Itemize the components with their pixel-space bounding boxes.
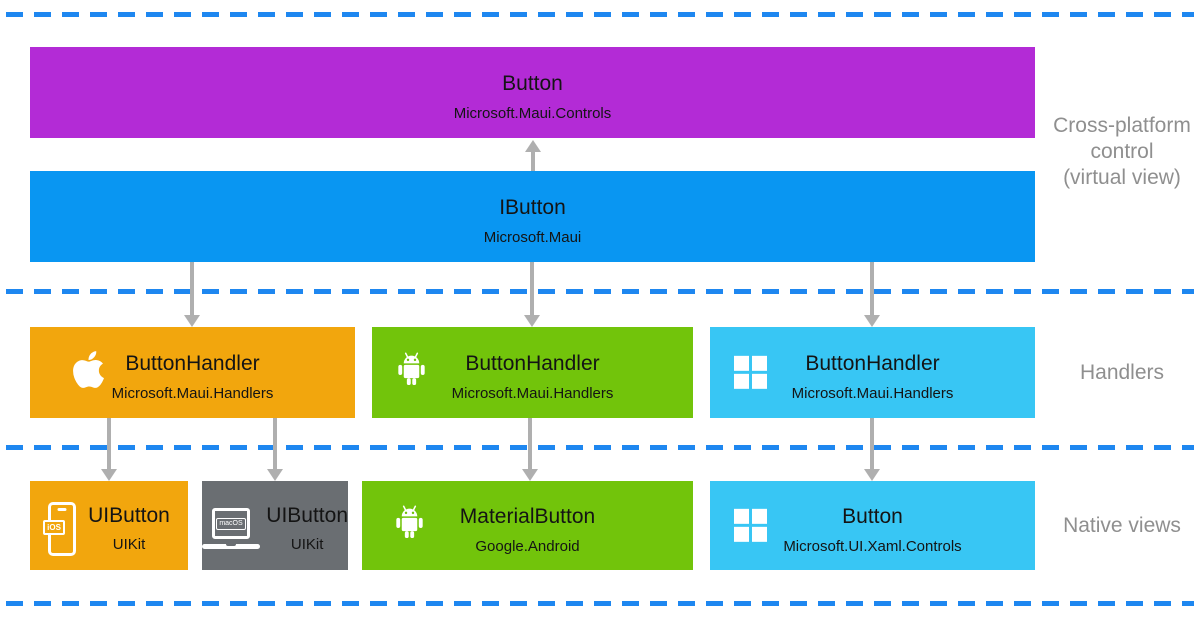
box-subtitle: Microsoft.UI.Xaml.Controls (783, 537, 962, 555)
laptop-notch (226, 544, 236, 546)
arrow-line (273, 418, 277, 469)
box-subtitle: Microsoft.Maui.Handlers (451, 384, 614, 402)
arrow-head (864, 315, 880, 327)
box-subtitle: Google.Android (475, 537, 580, 555)
box-title: Button (842, 504, 903, 528)
ios-uibutton-box: iOS UIButton UIKit (30, 481, 188, 570)
arrow-line (531, 152, 535, 171)
arrow-line (870, 262, 874, 315)
windows-icon (734, 508, 767, 542)
layer-divider-bottom (6, 601, 1194, 606)
arrow-line (190, 262, 194, 315)
android-icon (396, 348, 427, 395)
arrow-ibutton-to-android-handler (524, 262, 540, 327)
arrow-head (184, 315, 200, 327)
native-views-layer-label: Native views (1063, 514, 1181, 537)
android-button-handler-box: ButtonHandler Microsoft.Maui.Handlers (372, 327, 693, 418)
box-title: ButtonHandler (125, 351, 260, 375)
macos-badge: macOS (216, 517, 246, 530)
box-subtitle: UIKit (112, 536, 146, 553)
apple-icon (72, 348, 105, 395)
maui-button-box: Button Microsoft.Maui.Controls (30, 47, 1035, 138)
ios-phone-icon: iOS (43, 501, 77, 556)
layer-divider-handlers (6, 289, 1194, 294)
arrow-head (101, 469, 117, 481)
box-title: Button (502, 71, 563, 95)
cross-platform-label-line2: control (1090, 140, 1154, 163)
layer-divider-native (6, 445, 1194, 450)
arrow-ibutton-to-ios-handler (184, 262, 200, 327)
arrow-ibutton-to-button (525, 140, 541, 171)
arrow-head (267, 469, 283, 481)
handlers-layer-label: Handlers (1079, 361, 1165, 384)
android-materialbutton-box: MaterialButton Google.Android (362, 481, 693, 570)
arrow-line (107, 418, 111, 469)
box-title: ButtonHandler (465, 351, 600, 375)
arrow-line (530, 262, 534, 315)
arrow-head (525, 140, 541, 152)
arrow-head (864, 469, 880, 481)
arrow-ios-handler-to-uibutton (101, 418, 117, 481)
phone-speaker (57, 507, 67, 511)
arrow-ibutton-to-windows-handler (864, 262, 880, 327)
box-title: IButton (499, 195, 566, 219)
layer-divider-top (6, 12, 1194, 17)
cross-platform-label-line3: (virtual view) (1063, 166, 1181, 189)
arrow-line (870, 418, 874, 469)
box-subtitle: Microsoft.Maui.Handlers (791, 384, 954, 402)
arrow-head (524, 315, 540, 327)
box-title: UIButton (266, 504, 348, 527)
windows-icon (734, 355, 767, 389)
macos-uibutton-box: macOS UIButton UIKit (202, 481, 348, 570)
windows-button-handler-box: ButtonHandler Microsoft.Maui.Handlers (710, 327, 1035, 418)
box-title: UIButton (88, 504, 170, 527)
arrow-android-handler-to-materialbutton (522, 418, 538, 481)
box-subtitle: UIKit (290, 536, 324, 553)
ios-badge: iOS (43, 519, 65, 535)
laptop-base (202, 544, 260, 549)
arrow-line (528, 418, 532, 469)
cross-platform-label-line1: Cross-platform (1053, 114, 1191, 137)
arrow-windows-handler-to-button (864, 418, 880, 481)
box-title: MaterialButton (459, 504, 596, 528)
arrow-head (522, 469, 538, 481)
ios-button-handler-box: ButtonHandler Microsoft.Maui.Handlers (30, 327, 355, 418)
windows-button-box: Button Microsoft.UI.Xaml.Controls (710, 481, 1035, 570)
arrow-ios-handler-to-macos-uibutton (267, 418, 283, 481)
laptop-screen: macOS (212, 508, 250, 539)
box-subtitle: Microsoft.Maui.Controls (453, 104, 612, 122)
box-subtitle: Microsoft.Maui (483, 228, 582, 246)
cross-platform-layer-label: Cross-platform control (virtual view) (1040, 113, 1200, 191)
box-subtitle: Microsoft.Maui.Handlers (111, 384, 274, 402)
ibutton-box: IButton Microsoft.Maui (30, 171, 1035, 262)
android-icon (394, 501, 425, 548)
box-title: ButtonHandler (805, 351, 940, 375)
macos-laptop-icon: macOS (202, 508, 260, 549)
